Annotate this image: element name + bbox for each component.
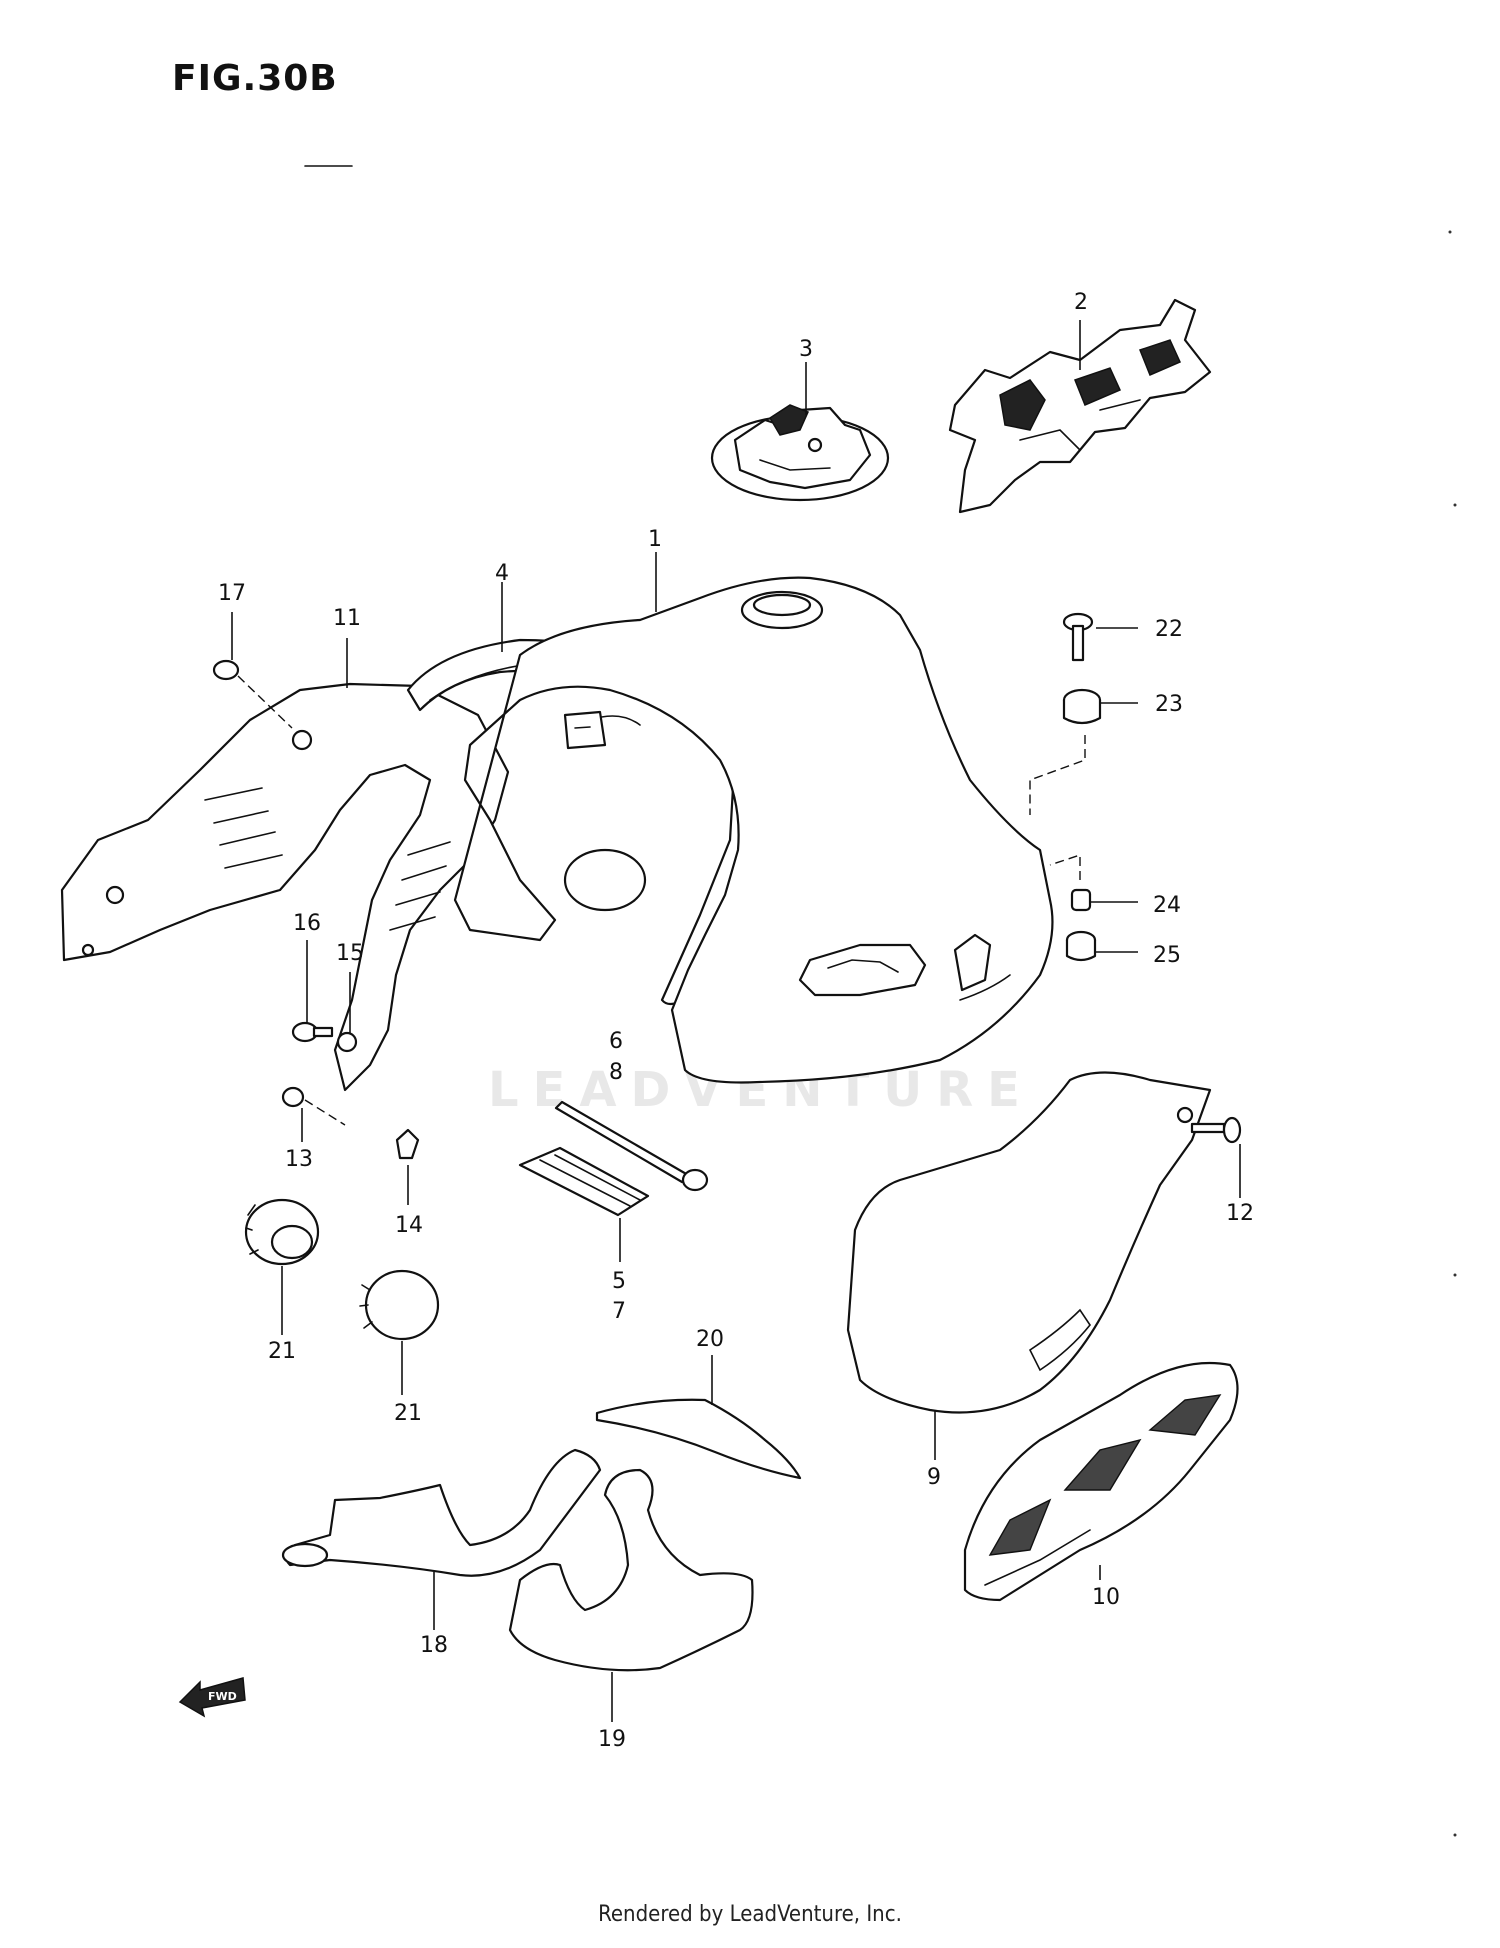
part-10-seat-pad[interactable] <box>963 1361 1239 1602</box>
callout-5: 5 <box>612 1269 626 1294</box>
callout-1: 1 <box>648 527 662 552</box>
callout-17: 17 <box>218 581 246 606</box>
part-3-fuel-cap[interactable] <box>710 404 890 502</box>
part-18-cover[interactable] <box>281 1448 602 1577</box>
callout-16: 16 <box>293 911 321 936</box>
part-15-washer[interactable] <box>336 1031 358 1053</box>
callout-11: 11 <box>333 606 361 631</box>
part-16-bolt[interactable] <box>291 1021 334 1043</box>
callout-22: 22 <box>1155 617 1183 642</box>
part-2-decal[interactable] <box>948 298 1212 514</box>
callout-25: 25 <box>1153 943 1181 968</box>
callout-19: 19 <box>598 1727 626 1752</box>
part-17-screw[interactable] <box>212 659 240 681</box>
callout-9: 9 <box>927 1465 941 1490</box>
part-11-vent-slots <box>204 787 451 931</box>
callout-23: 23 <box>1155 692 1183 717</box>
part-13-screw[interactable] <box>281 1086 305 1108</box>
callout-labels: 2 3 1 4 17 11 22 23 24 25 16 15 13 14 6 … <box>218 290 1254 1752</box>
part-20-trim[interactable] <box>595 1398 802 1480</box>
callout-3: 3 <box>799 337 813 362</box>
figure-title: FIG.30B <box>172 58 338 99</box>
callout-8: 8 <box>609 1060 623 1085</box>
part-19-cover[interactable] <box>508 1468 754 1672</box>
footer-credit: Rendered by LeadVenture, Inc. <box>598 1902 902 1927</box>
callout-13: 13 <box>285 1147 313 1172</box>
part-23-cushion[interactable] <box>1062 688 1102 725</box>
callout-24: 24 <box>1153 893 1181 918</box>
callout-4: 4 <box>495 561 509 586</box>
callout-15: 15 <box>336 941 364 966</box>
callout-10: 10 <box>1092 1585 1120 1610</box>
part-11-side-cover[interactable] <box>60 682 510 1092</box>
leader-lines <box>231 320 1241 1722</box>
callout-2: 2 <box>1074 290 1088 315</box>
callout-14: 14 <box>395 1213 423 1238</box>
assembly-line-22-25 <box>1029 735 1086 815</box>
scan-marks <box>304 165 1457 1837</box>
callout-18: 18 <box>420 1633 448 1658</box>
assembly-line-13 <box>304 1099 346 1126</box>
part-6-8-band[interactable] <box>554 1100 709 1192</box>
part-25-grommet[interactable] <box>1065 930 1097 962</box>
part-24-collar[interactable] <box>1070 888 1092 912</box>
callout-7: 7 <box>612 1299 626 1324</box>
part-21-cap-b[interactable] <box>359 1269 440 1341</box>
callout-21-b: 21 <box>394 1401 422 1426</box>
assembly-line-17 <box>237 675 293 729</box>
fwd-arrow-icon: FWD <box>178 1677 246 1718</box>
part-22-bolt[interactable] <box>1062 612 1094 662</box>
fwd-label: FWD <box>208 1690 237 1703</box>
part-12-screw[interactable] <box>1190 1116 1242 1144</box>
assembly-line-24 <box>1049 854 1081 880</box>
callout-21-a: 21 <box>268 1339 296 1364</box>
callout-6: 6 <box>609 1029 623 1054</box>
part-1-fuel-tank[interactable] <box>453 576 1054 1084</box>
part-5-7-pad[interactable] <box>518 1146 650 1217</box>
callout-12: 12 <box>1226 1201 1254 1226</box>
callout-20: 20 <box>696 1327 724 1352</box>
part-9-side-panel[interactable] <box>846 1071 1212 1414</box>
part-21-cap-a[interactable] <box>244 1198 320 1266</box>
part-14-nut[interactable] <box>395 1128 420 1160</box>
